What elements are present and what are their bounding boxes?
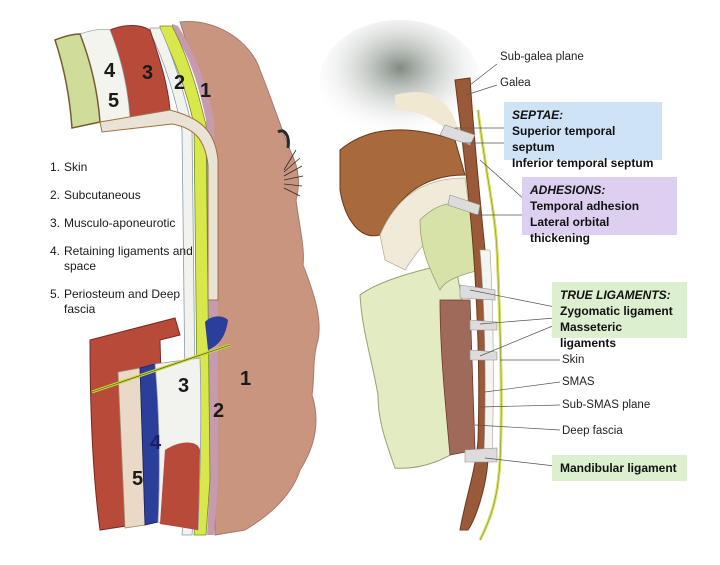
masseter-muscle xyxy=(439,299,476,456)
layer-number-1-top: 1 xyxy=(200,80,212,102)
scalp-skin xyxy=(395,92,460,140)
legend-number: 3. xyxy=(50,216,61,230)
layer-number-2-bottom: 2 xyxy=(213,400,225,422)
legend-text: Musculo-aponeurotic xyxy=(64,216,176,230)
true-ligaments-item: Masseteric ligaments xyxy=(560,320,623,350)
legend-text: Subcutaneous xyxy=(64,188,141,202)
label-deep-fascia: Deep fascia xyxy=(562,425,623,437)
lower-smas-muscle-bulge xyxy=(160,442,200,530)
adhesions-heading: ADHESIONS: xyxy=(530,183,606,197)
eyebrow xyxy=(277,129,290,149)
legend-item-periosteum: 5. Periosteum and Deep fascia xyxy=(50,287,220,317)
label-smas: SMAS xyxy=(562,376,595,388)
smas-fascia-band xyxy=(149,27,197,536)
adhesions-item: Temporal adhesion xyxy=(530,199,640,213)
legend-number: 2. xyxy=(50,188,61,202)
layer-number-3-bottom: 3 xyxy=(178,375,190,397)
legend-item-musculo-aponeurotic: 3. Musculo-aponeurotic xyxy=(50,216,220,231)
septae-heading: SEPTAE: xyxy=(512,108,564,122)
layer-number-5-top: 5 xyxy=(108,90,120,112)
orbital-rim-layers xyxy=(99,109,219,301)
leader-lines xyxy=(455,63,561,467)
legend-text: Periosteum and Deep fascia xyxy=(64,287,181,316)
true-ligaments-box: TRUE LIGAMENTS: Zygomatic ligament Masse… xyxy=(552,282,687,350)
layer-number-2-top: 2 xyxy=(174,72,186,94)
label-sub-galea-plane: Sub-galea plane xyxy=(500,51,584,63)
legend-text: Skin xyxy=(64,160,88,174)
upper-periosteum xyxy=(54,33,101,129)
layer-number-4-bottom: 4 xyxy=(150,432,162,454)
layer-number-3-top: 3 xyxy=(142,62,154,84)
legend-number: 4. xyxy=(50,244,61,258)
label-galea: Galea xyxy=(500,77,531,89)
temporalis-muscle xyxy=(339,129,466,237)
label-sub-smas-plane: Sub-SMAS plane xyxy=(562,399,651,411)
legend-number: 1. xyxy=(50,160,61,174)
legend-item-retaining-ligaments: 4. Retaining ligaments and space xyxy=(50,244,220,274)
adhesions-box: ADHESIONS: Temporal adhesion Lateral orb… xyxy=(522,177,677,245)
layer-number-4-top: 4 xyxy=(104,60,116,82)
mandibular-ligament-box: Mandibular ligament xyxy=(552,455,687,481)
legend-item-subcutaneous: 2. Subcutaneous xyxy=(50,188,220,203)
adhesions-item: Lateral orbital thickening xyxy=(530,215,610,245)
smas-strip xyxy=(454,77,490,531)
label-skin: Skin xyxy=(562,354,585,366)
septae-box: SEPTAE: Superior temporal septum Inferio… xyxy=(504,102,662,170)
mandibular-ligament-label: Mandibular ligament xyxy=(560,461,677,475)
legend-item-skin: 1. Skin xyxy=(50,160,220,175)
upper-blue-vessel xyxy=(205,316,228,350)
septae-item: Inferior temporal septum xyxy=(512,156,654,170)
layer-legend: 1. Skin 2. Subcutaneous 3. Musculo-apone… xyxy=(50,160,220,330)
legend-number: 5. xyxy=(50,287,61,301)
legend-text: Retaining ligaments and space xyxy=(64,244,193,273)
layer-number-1-bottom: 1 xyxy=(240,368,252,390)
true-ligaments-item: Zygomatic ligament xyxy=(560,304,673,318)
layer-number-5-bottom: 5 xyxy=(132,468,144,490)
true-ligaments-heading: TRUE LIGAMENTS: xyxy=(560,288,671,302)
eyelashes xyxy=(283,149,304,197)
septae-item: Superior temporal septum xyxy=(512,124,616,154)
